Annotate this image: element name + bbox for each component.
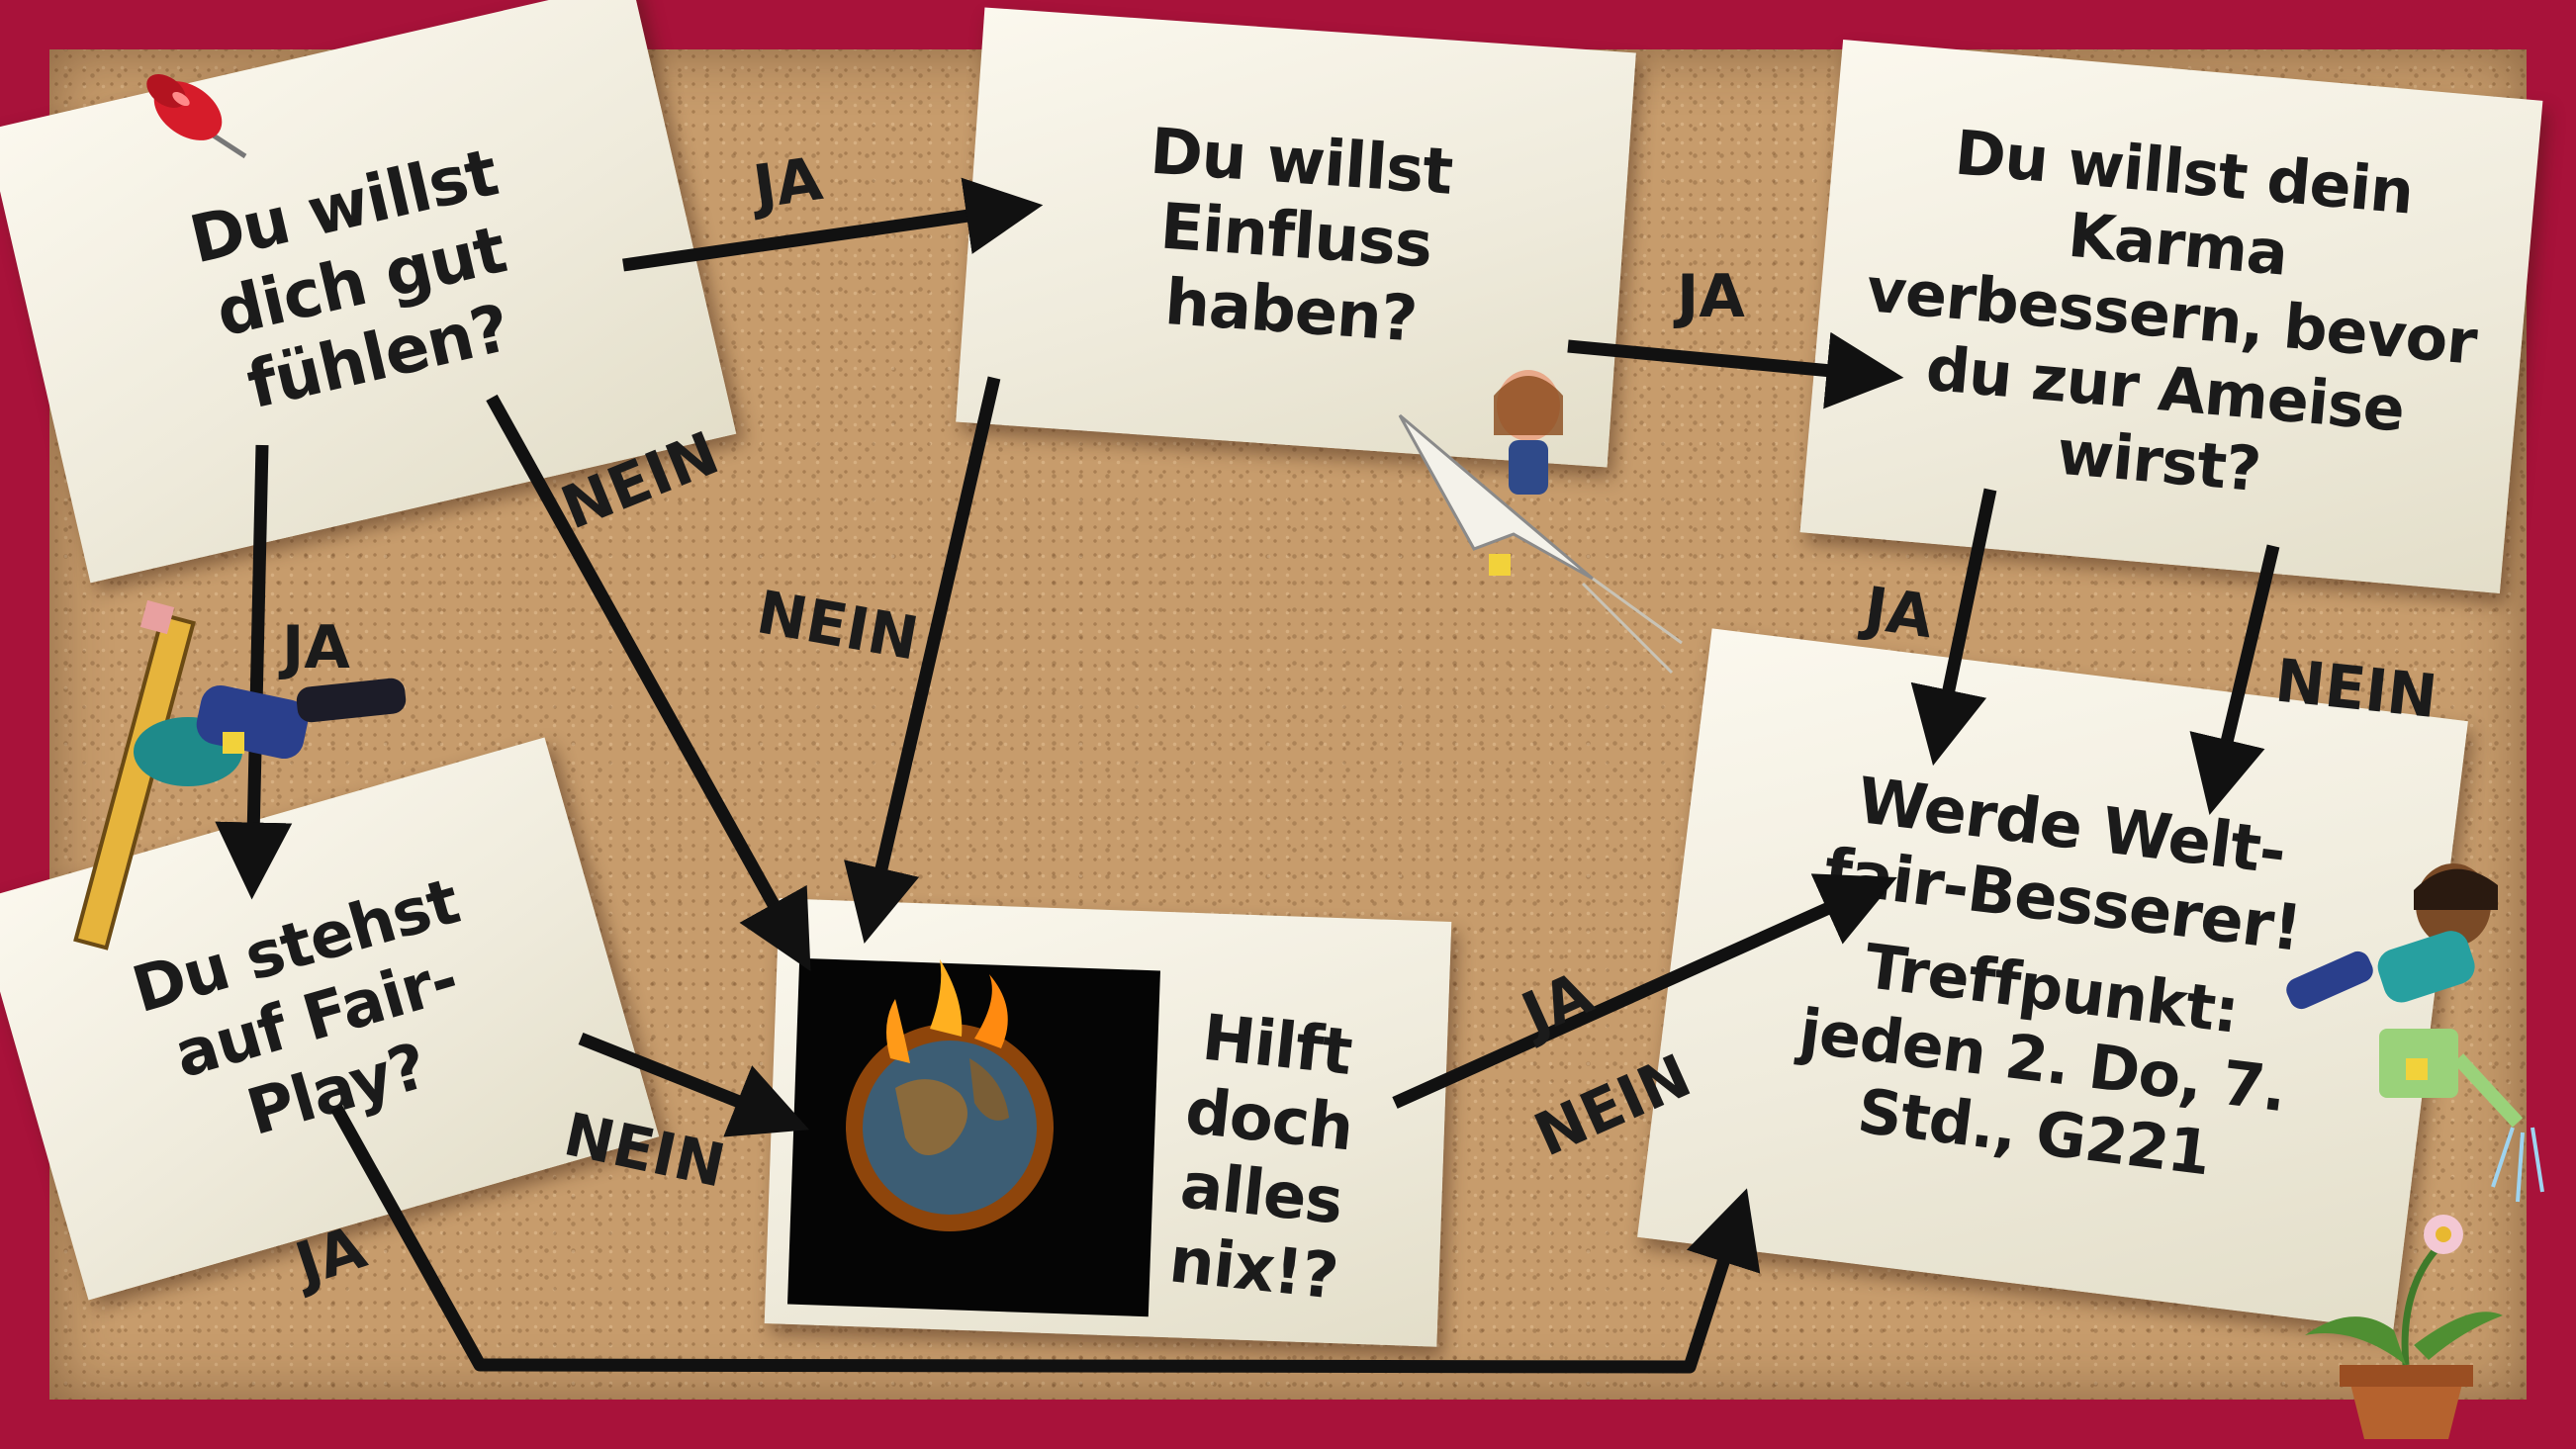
note-useless-text: Hilft doch alles nix!? [1165, 1001, 1356, 1314]
note-influence-text: Du willst Einfluss haben? [1148, 115, 1455, 357]
note-influence: Du willst Einfluss haben? [956, 7, 1636, 468]
note-useless: Hilft doch alles nix!? [764, 898, 1452, 1347]
note-result-meeting: Treffpunkt: jeden 2. Do, 7. Std., G221 [1795, 929, 2290, 1190]
note-fair-play-text: Du stehst auf Fair-Play? [125, 864, 467, 1150]
note-karma-text: Du willst dein Karma verbessern, bevor d… [1863, 116, 2480, 505]
note-karma: Du willst dein Karma verbessern, bevor d… [1799, 40, 2543, 593]
note-feel-good-text: Du willst dich gut fühlen? [183, 134, 516, 424]
note-result: Werde Welt-fair-Besserer! Treffpunkt: je… [1637, 628, 2468, 1330]
